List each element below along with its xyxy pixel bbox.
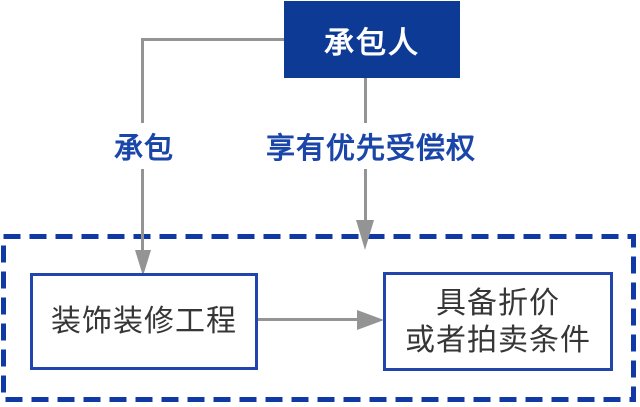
contractor-node-label: 承包人 <box>324 26 420 60</box>
connector-top-horizontal-line <box>141 38 284 41</box>
auction-condition-label-line2: 或者拍卖条件 <box>405 323 591 357</box>
dashed-group-border <box>1 234 636 402</box>
connector-middle-horizontal-line <box>258 318 360 321</box>
edge-label-contract: 承包 <box>109 123 179 169</box>
auction-condition-label-line1: 具备折价 <box>436 286 560 320</box>
contractor-node: 承包人 <box>284 1 460 78</box>
edge-label-priority-right: 享有优先受偿权 <box>261 123 481 169</box>
decoration-project-node: 装饰装修工程 <box>30 273 258 370</box>
arrowhead-down-right-icon <box>356 220 374 250</box>
arrowhead-down-left-icon <box>135 250 151 276</box>
arrowhead-right-icon <box>357 310 384 330</box>
auction-condition-node: 具备折价 或者拍卖条件 <box>383 272 613 371</box>
decoration-project-label: 装饰装修工程 <box>51 305 237 338</box>
